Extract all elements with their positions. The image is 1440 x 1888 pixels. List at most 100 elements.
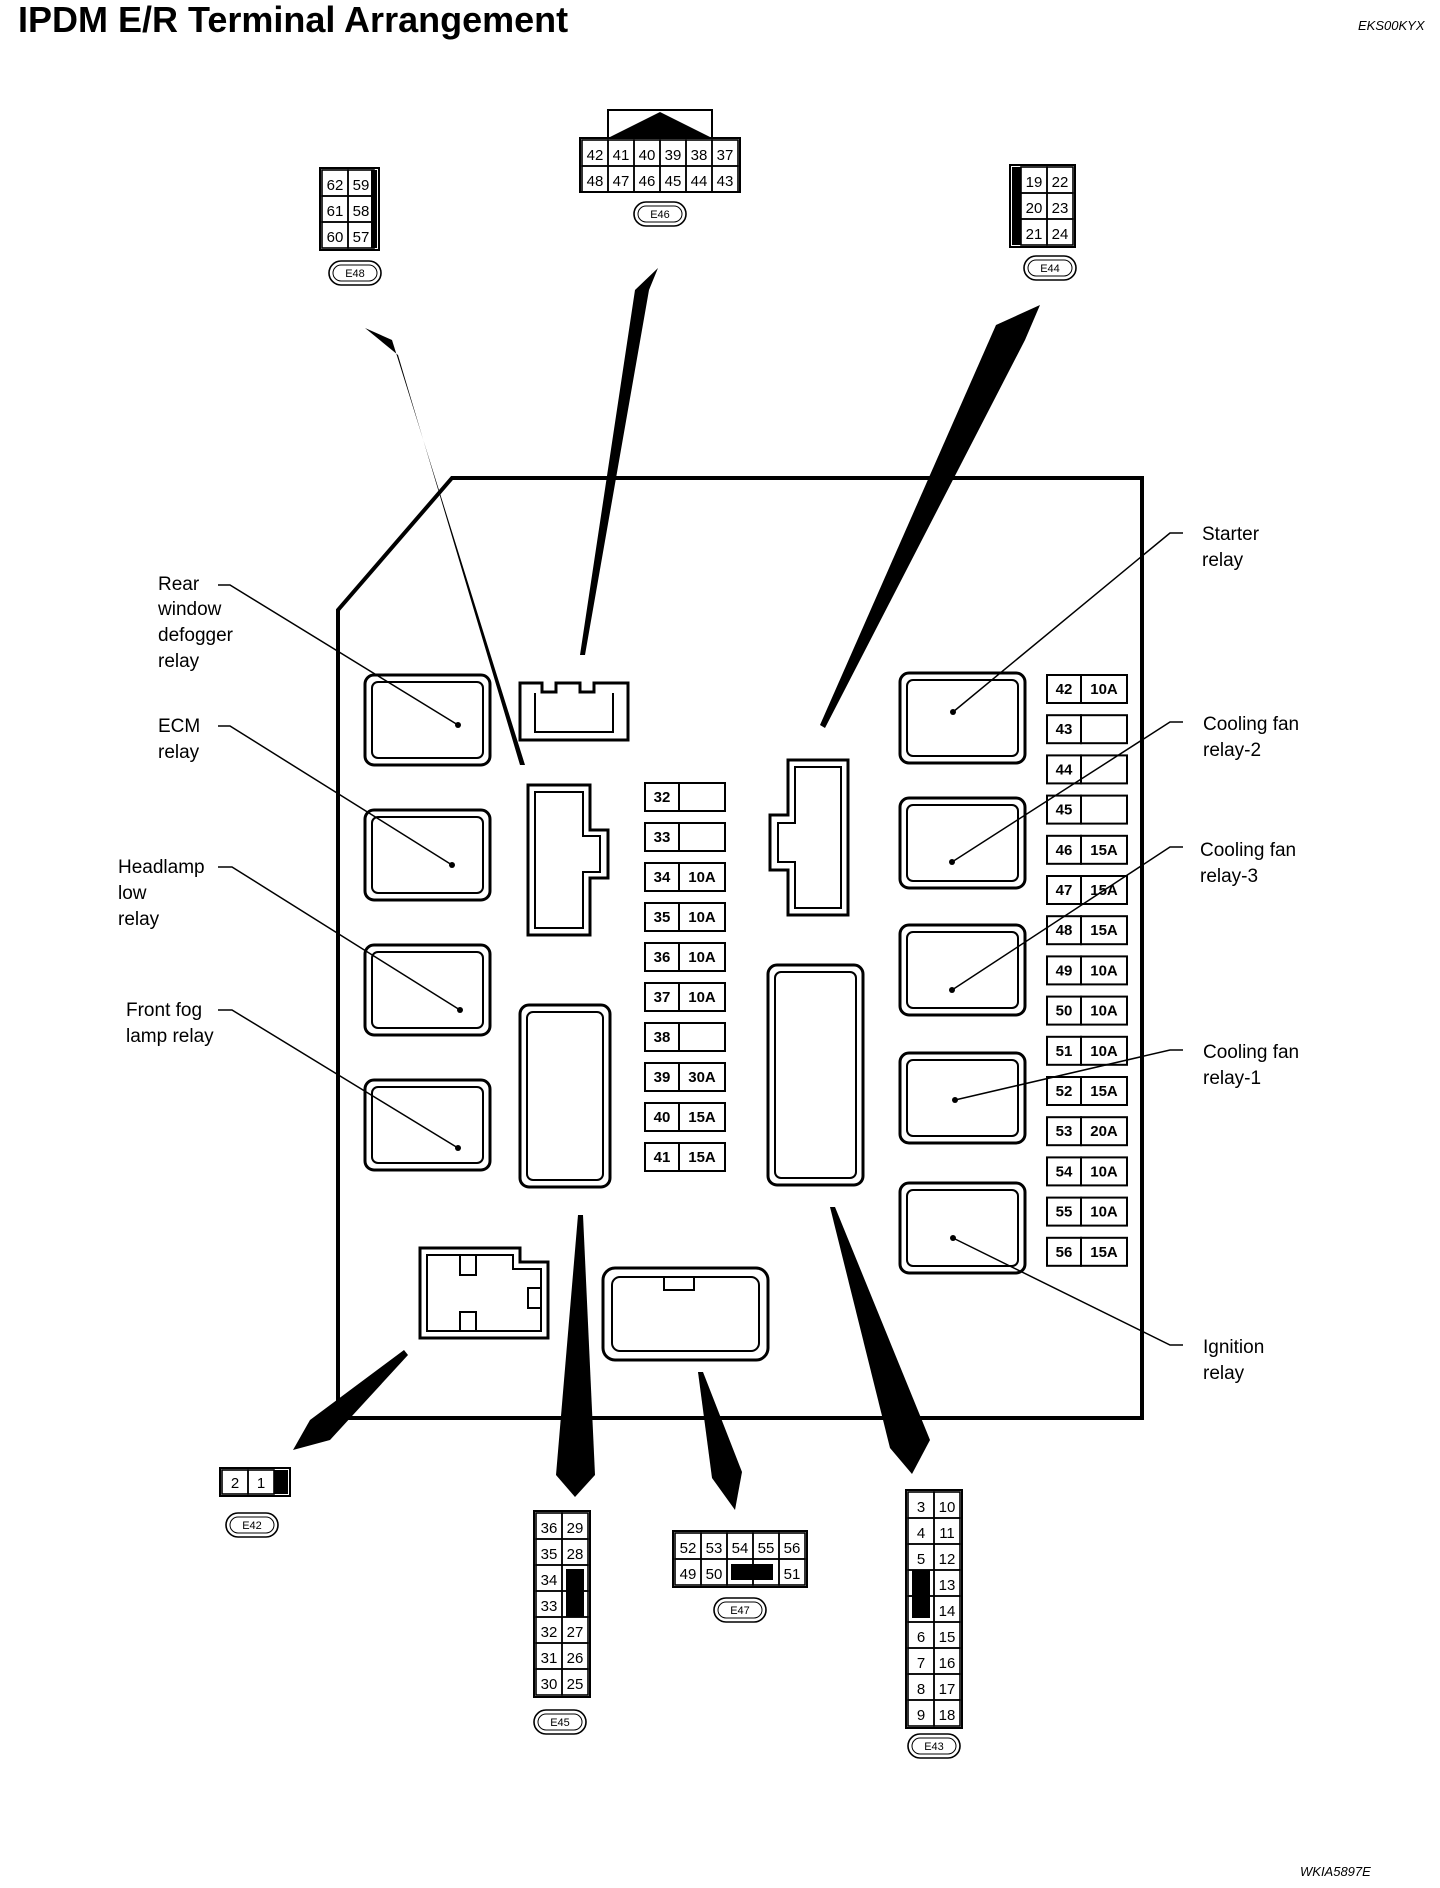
socket-e48 <box>526 783 610 937</box>
fuse-rating-cell <box>678 902 726 932</box>
connector-frame <box>533 1510 591 1698</box>
terminal-number: 10 <box>939 1499 956 1516</box>
terminal-number: 44 <box>691 173 708 190</box>
fuse-rating-cell <box>678 822 726 852</box>
terminal-number: 11 <box>939 1525 955 1542</box>
connector-badge-e48: E48 <box>328 260 382 286</box>
terminal-number: 20 <box>1026 200 1043 217</box>
terminal-number: 61 <box>327 203 344 220</box>
label-starter-relay: Starter relay <box>1202 524 1264 571</box>
fuse-35: 35 10A <box>644 902 726 932</box>
socket-e45 <box>518 1003 612 1189</box>
socket-e43 <box>766 963 865 1187</box>
fuse-rating: 15A <box>1090 842 1118 859</box>
terminal-keyway <box>731 1564 773 1580</box>
terminal-cell <box>1046 218 1074 246</box>
terminal-number: 3 <box>917 1499 925 1516</box>
connector-label: E47 <box>730 1605 750 1617</box>
terminal-number: 54 <box>732 1540 749 1557</box>
fuse-number: 40 <box>654 1109 671 1126</box>
relay-front-fog-lamp <box>363 1078 492 1172</box>
terminal-number: 29 <box>567 1520 584 1537</box>
arrow-to-e48 <box>365 328 525 765</box>
page-title: IPDM E/R Terminal Arrangement <box>18 0 568 40</box>
terminal-number: 8 <box>917 1681 925 1698</box>
terminal-number: 47 <box>613 173 630 190</box>
fuse-rating: 10A <box>1090 1163 1118 1180</box>
terminal-number: 57 <box>353 229 370 246</box>
terminal-keyway <box>1012 167 1021 245</box>
fuse-number: 43 <box>1056 721 1073 738</box>
fuse-41: 41 15A <box>644 1142 726 1172</box>
terminal-number: 32 <box>541 1624 558 1641</box>
fuse-rating: 10A <box>688 909 716 926</box>
arrow-to-e46 <box>580 268 658 655</box>
socket-e42 <box>418 1246 550 1340</box>
terminal-number: 2 <box>231 1475 239 1492</box>
fuse-rating-cell <box>1080 1076 1128 1106</box>
fuse-rating-cell <box>1080 1156 1128 1187</box>
arrow-to-e43 <box>830 1207 930 1474</box>
terminal-number: 23 <box>1052 200 1069 217</box>
terminal-number: 52 <box>680 1540 697 1557</box>
terminal-number: 4 <box>917 1525 925 1542</box>
fuse-rating-cell <box>1080 955 1128 986</box>
arrow-to-e45 <box>556 1215 595 1497</box>
fuse-number: 48 <box>1056 922 1073 939</box>
terminal-keyway <box>274 1470 288 1494</box>
fuse-45: 45 <box>1046 794 1128 825</box>
connector-label: E46 <box>650 209 670 221</box>
label-rear-window-defogger-relay: Rear window defogger relay <box>157 574 238 672</box>
fuse-number: 41 <box>654 1149 671 1166</box>
ipdm-housing <box>336 476 1144 1420</box>
terminal-number: 27 <box>567 1624 584 1641</box>
fuse-number: 49 <box>1056 962 1073 979</box>
connector-label: E48 <box>345 268 365 280</box>
leader-lines <box>218 532 1183 1346</box>
terminal-number: 19 <box>1026 174 1043 191</box>
terminal-number: 45 <box>665 173 682 190</box>
label-cooling-fan-relay-2: Cooling fan relay-2 <box>1203 714 1304 761</box>
fuse-rating: 10A <box>1090 1043 1118 1060</box>
terminal-number: 30 <box>541 1676 558 1693</box>
fuse-number: 51 <box>1056 1043 1073 1060</box>
terminal-number: 38 <box>691 147 708 164</box>
fuse-rating-cell <box>1080 1116 1128 1147</box>
fuse-rating: 15A <box>1090 1244 1118 1261</box>
terminal-number: 35 <box>541 1546 558 1563</box>
fuse-number: 33 <box>654 829 671 846</box>
connector-badge-e43: E43 <box>907 1733 961 1759</box>
terminal-number: 37 <box>717 147 734 164</box>
socket-e47 <box>601 1266 770 1362</box>
fuse-rating-cell <box>678 1062 726 1092</box>
label-headlamp-low-relay: Headlamp low relay <box>118 857 210 930</box>
terminal-number: 58 <box>353 203 370 220</box>
terminal-keyway <box>566 1569 584 1617</box>
fuse-rating: 15A <box>688 1149 716 1166</box>
terminal-number: 26 <box>567 1650 584 1667</box>
terminal-number: 33 <box>541 1598 558 1615</box>
fuse-number: 35 <box>654 909 671 926</box>
terminal-number: 14 <box>939 1603 956 1620</box>
connector-frame <box>219 1467 291 1497</box>
fuse-51: 51 10A <box>1046 1035 1128 1066</box>
terminal-cell <box>778 1558 806 1586</box>
connector-badge-e42: E42 <box>225 1512 279 1538</box>
fuse-rating: 10A <box>688 869 716 886</box>
fuse-rating-cell <box>1080 714 1128 745</box>
terminal-number: 40 <box>639 147 656 164</box>
terminal-number: 12 <box>939 1551 956 1568</box>
fuse-rating-cell <box>1080 754 1128 785</box>
terminal-number: 6 <box>917 1629 925 1646</box>
